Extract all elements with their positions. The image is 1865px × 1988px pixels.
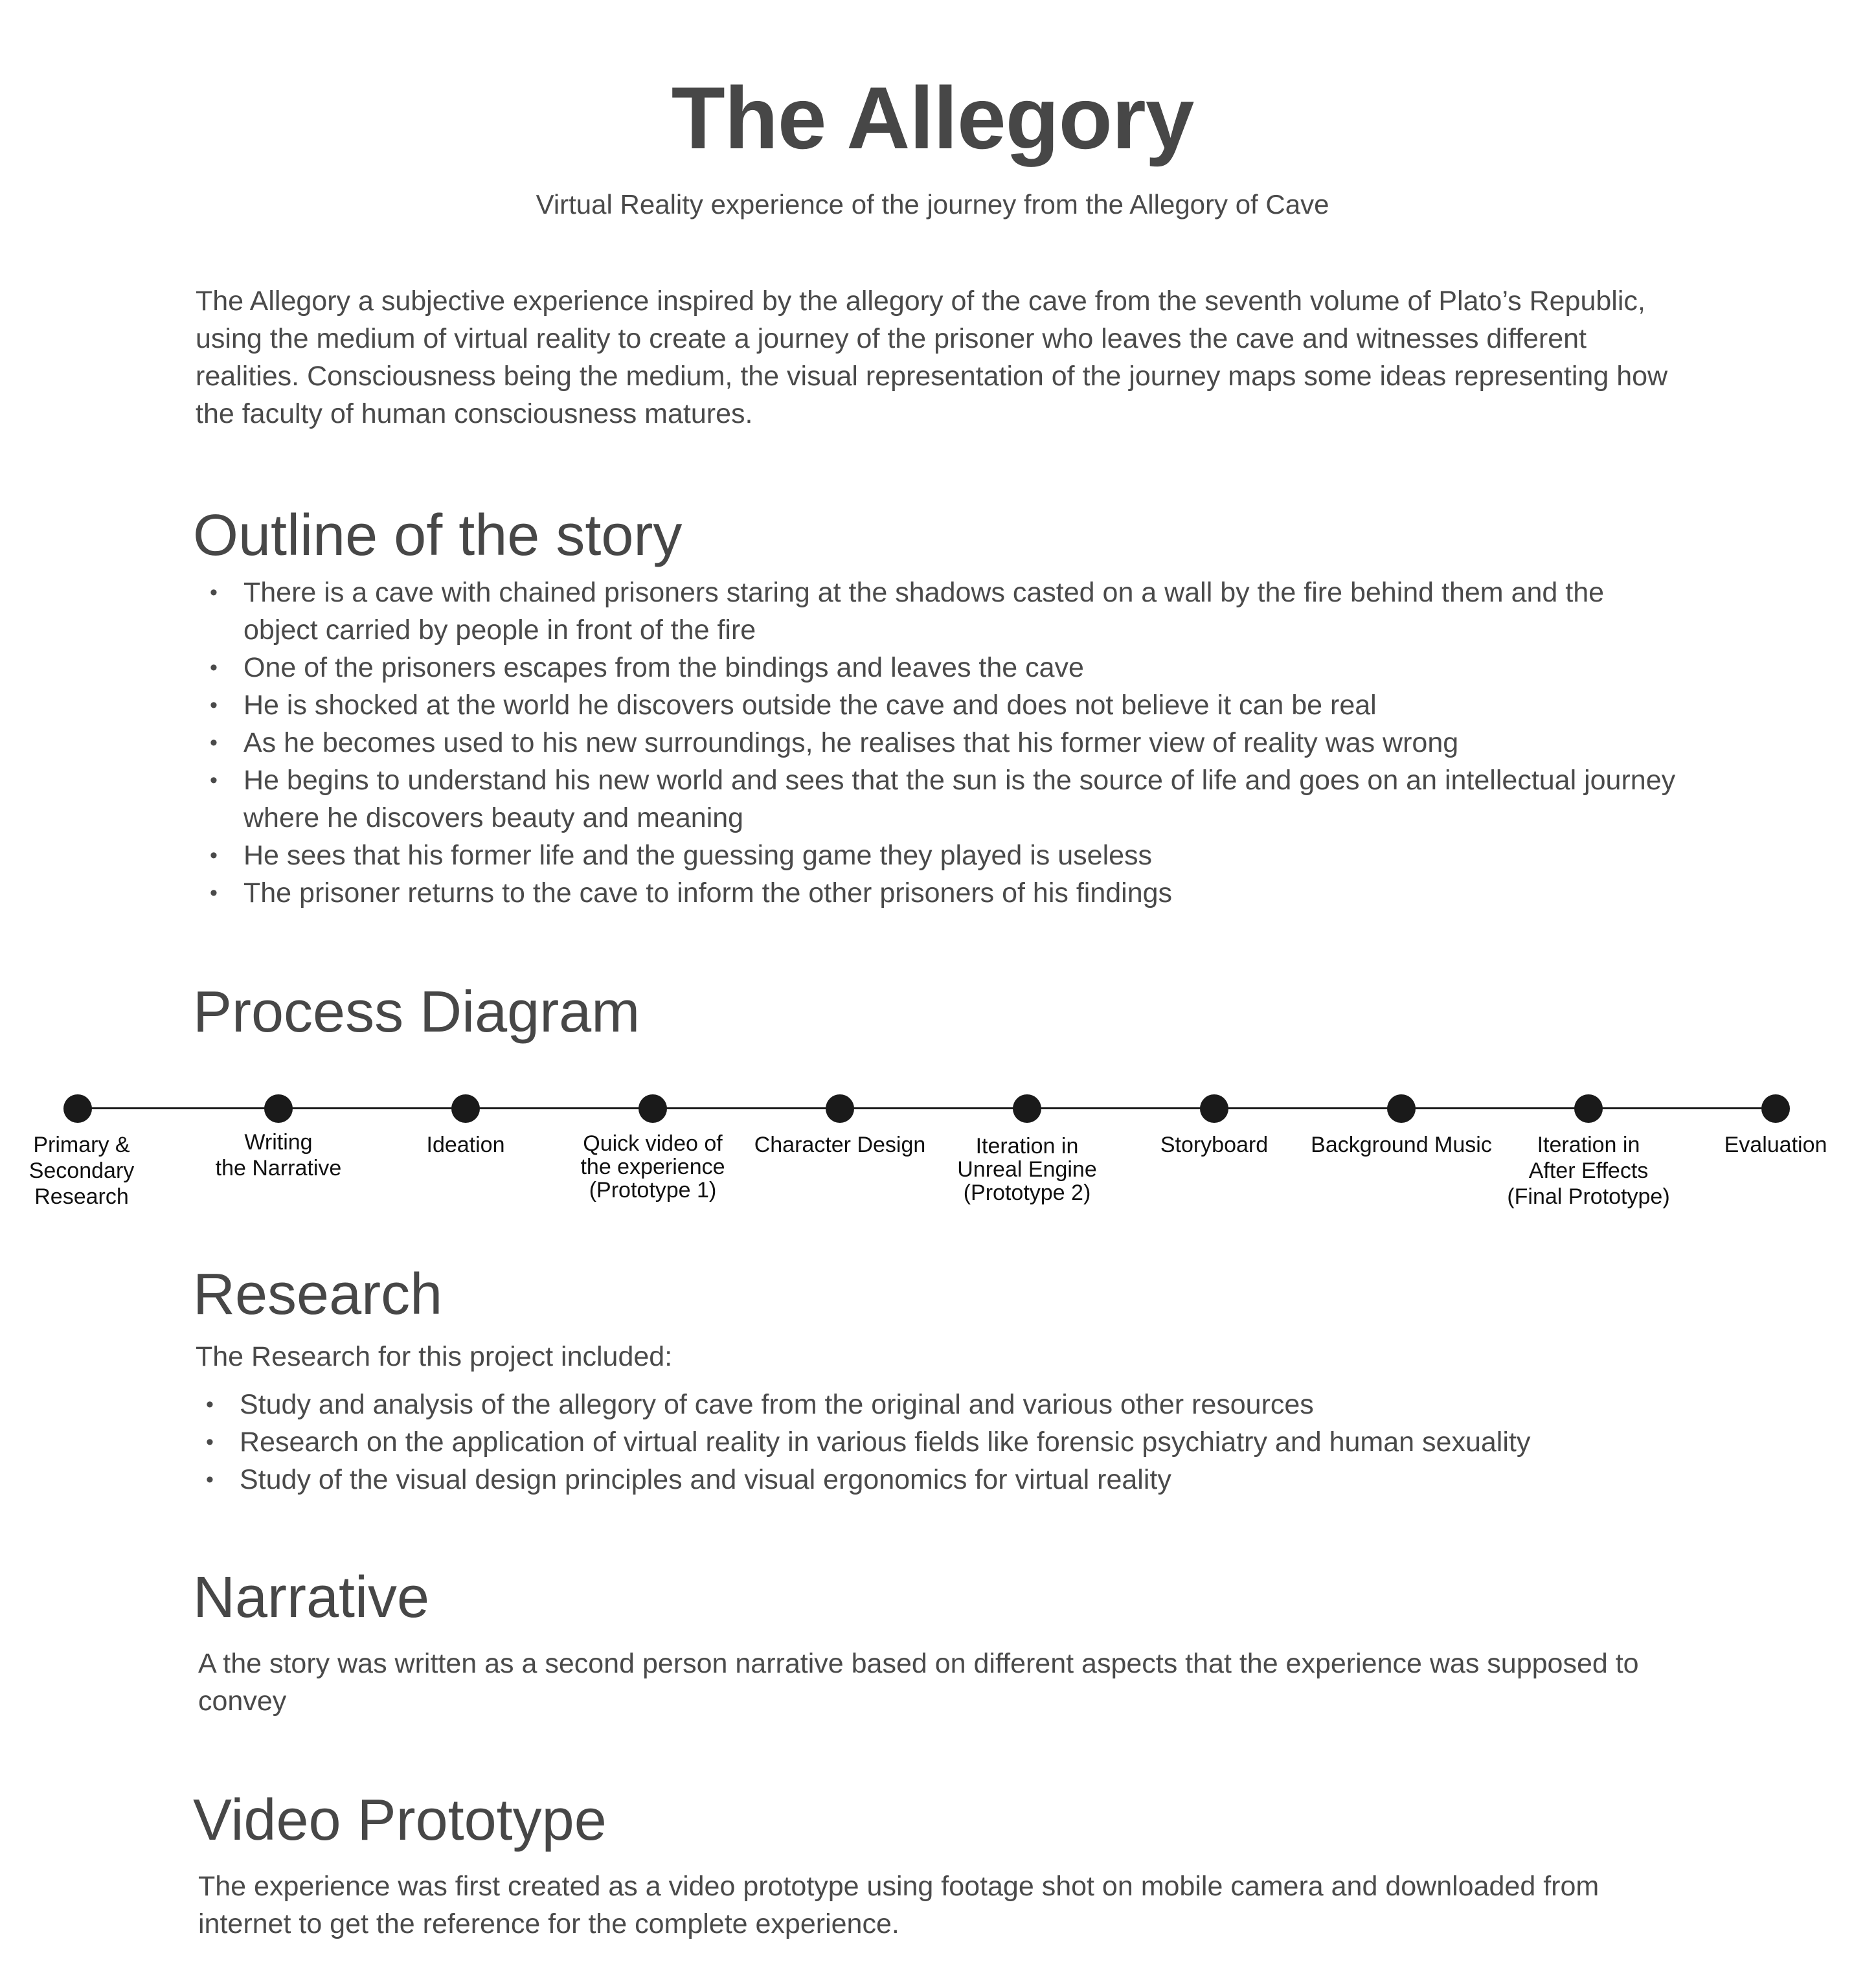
- process-timeline: Primary & Secondary Research Writing the…: [0, 1094, 1865, 1237]
- timeline-dot: [63, 1094, 92, 1123]
- video-prototype-paragraph: The experience was first created as a vi…: [198, 1871, 1599, 1939]
- process-step-label: Ideation: [426, 1133, 505, 1157]
- process-step-label: Storyboard: [1160, 1133, 1269, 1157]
- process-step-label: Evaluation: [1724, 1133, 1827, 1157]
- timeline-dot: [639, 1094, 667, 1123]
- process-step-label: Primary & Secondary Research: [28, 1133, 135, 1209]
- process-step: Character Design: [736, 1094, 944, 1158]
- list-item: Study of the visual design principles an…: [190, 1461, 1712, 1498]
- timeline-dot: [451, 1094, 480, 1123]
- process-step-label: Writing the Narrative: [215, 1130, 342, 1180]
- timeline-dot: [1387, 1094, 1416, 1123]
- intro-paragraph: The Allegory a subjective experience ins…: [196, 286, 1668, 429]
- process-step-label: Background Music: [1311, 1133, 1492, 1157]
- process-step: Quick video of the experience (Prototype…: [556, 1094, 750, 1202]
- outline-heading: Outline of the story: [193, 503, 683, 568]
- narrative-heading: Narrative: [193, 1565, 430, 1630]
- process-step: Iteration in After Effects (Final Protot…: [1491, 1094, 1686, 1210]
- video-prototype-heading: Video Prototype: [193, 1788, 607, 1853]
- process-step-label: Iteration in Unreal Engine (Prototype 2): [957, 1134, 1097, 1205]
- research-intro: The Research for this project included:: [196, 1341, 673, 1372]
- process-step: Primary & Secondary Research: [0, 1094, 162, 1210]
- outline-list: There is a cave with chained prisoners s…: [194, 574, 1684, 912]
- process-step: Writing the Narrative: [181, 1094, 376, 1181]
- process-step: Background Music: [1291, 1094, 1511, 1158]
- timeline-dot: [1200, 1094, 1228, 1123]
- research-list: Study and analysis of the allegory of ca…: [190, 1386, 1712, 1498]
- page-subtitle: Virtual Reality experience of the journe…: [536, 189, 1329, 220]
- list-item: He begins to understand his new world an…: [194, 762, 1684, 837]
- list-item: Study and analysis of the allegory of ca…: [190, 1386, 1712, 1423]
- process-step-label: Iteration in After Effects (Final Protot…: [1507, 1133, 1670, 1209]
- list-item: As he becomes used to his new surroundin…: [194, 724, 1684, 762]
- list-item: He is shocked at the world he discovers …: [194, 686, 1684, 724]
- process-step: Iteration in Unreal Engine (Prototype 2): [930, 1094, 1124, 1204]
- list-item: He sees that his former life and the gue…: [194, 837, 1684, 874]
- process-step: Evaluation: [1704, 1094, 1847, 1158]
- process-step: Ideation: [368, 1094, 563, 1158]
- process-step-label: Quick video of the experience (Prototype…: [580, 1131, 725, 1203]
- process-step-label: Character Design: [754, 1133, 926, 1157]
- timeline-line: [91, 1107, 1776, 1109]
- list-item: The prisoner returns to the cave to info…: [194, 874, 1684, 912]
- timeline-dot: [264, 1094, 293, 1123]
- timeline-dot: [1761, 1094, 1790, 1123]
- research-heading: Research: [193, 1262, 443, 1327]
- page-title: The Allegory: [671, 69, 1195, 167]
- process-step: Storyboard: [1117, 1094, 1311, 1158]
- list-item: There is a cave with chained prisoners s…: [194, 574, 1684, 649]
- timeline-dot: [1013, 1094, 1041, 1123]
- list-item: Research on the application of virtual r…: [190, 1423, 1712, 1461]
- process-heading: Process Diagram: [193, 980, 640, 1045]
- list-item: One of the prisoners escapes from the bi…: [194, 649, 1684, 686]
- timeline-dot: [1574, 1094, 1603, 1123]
- timeline-dot: [826, 1094, 854, 1123]
- narrative-paragraph: A the story was written as a second pers…: [198, 1648, 1639, 1717]
